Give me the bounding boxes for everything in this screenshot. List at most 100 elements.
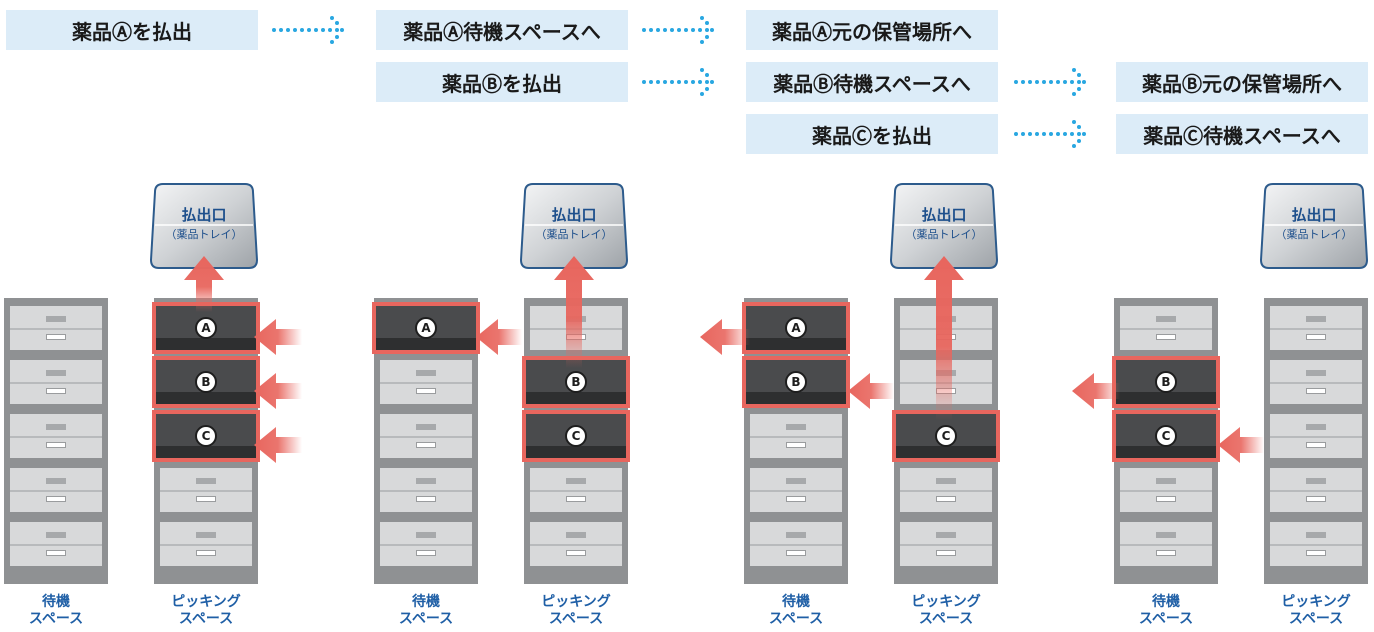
highlighted-drawer: C — [892, 410, 1000, 462]
step-b-return: 薬品Ⓑ元の保管場所へ — [1116, 62, 1368, 102]
move-arrow — [254, 427, 302, 463]
drawer — [530, 522, 622, 566]
standby-space-label: 待機スペース — [746, 594, 846, 628]
picking-space-label: ピッキングスペース — [156, 594, 256, 628]
drug-b-badge: B — [195, 371, 217, 393]
move-arrow — [848, 373, 894, 409]
drawer — [1120, 468, 1212, 512]
drug-c-badge: C — [195, 425, 217, 447]
step-c-dispense: 薬品Ⓒを払出 — [746, 114, 998, 154]
highlighted-drawer: B — [152, 356, 260, 408]
move-arrow — [254, 319, 302, 355]
highlighted-drawer: C — [522, 410, 630, 462]
flow-arrow-4 — [1010, 62, 1094, 102]
picking-space-label: ピッキングスペース — [896, 594, 996, 628]
dispense-outlet: 払出口 （薬品トレイ） — [149, 180, 259, 272]
standby-space-label-line: スペース — [28, 611, 84, 627]
picking-rack — [1264, 298, 1368, 584]
drawer — [160, 468, 252, 512]
drawer — [10, 306, 102, 350]
standby-space-label: 待機スペース — [1116, 594, 1216, 628]
drug-c-badge: C — [565, 425, 587, 447]
outlet-title: 払出口 — [551, 206, 597, 224]
move-arrow — [924, 256, 964, 420]
drawer — [380, 414, 472, 458]
standby-space-label-line: 待機 — [42, 594, 70, 610]
step-b-dispense: 薬品Ⓑを払出 — [376, 62, 628, 102]
drug-a-badge: A — [415, 317, 437, 339]
outlet-title: 払出口 — [1291, 206, 1337, 224]
move-arrow — [254, 373, 302, 409]
outlet-subtitle: （薬品トレイ） — [535, 228, 613, 241]
step-a-standby: 薬品Ⓐ待機スペースへ — [376, 10, 628, 50]
dispense-outlet: 払出口 （薬品トレイ） — [889, 180, 999, 272]
outlet-subtitle: （薬品トレイ） — [905, 228, 983, 241]
standby-space-label-line: 待機 — [782, 594, 810, 610]
drug-b-badge: B — [1155, 371, 1177, 393]
step-c-standby: 薬品Ⓒ待機スペースへ — [1116, 114, 1368, 154]
drawer — [1270, 468, 1362, 512]
drawer — [900, 522, 992, 566]
drawer — [10, 414, 102, 458]
highlighted-drawer: A — [372, 302, 480, 354]
standby-space-label: 待機スペース — [376, 594, 476, 628]
drug-c-badge: C — [1155, 425, 1177, 447]
picking-space-label-line: ピッキング — [171, 594, 241, 610]
drawer — [1270, 414, 1362, 458]
drawer — [10, 522, 102, 566]
flow-arrow-3 — [638, 62, 722, 102]
step-b-standby: 薬品Ⓑ待機スペースへ — [746, 62, 998, 102]
drawer — [900, 468, 992, 512]
step-a-return: 薬品Ⓐ元の保管場所へ — [746, 10, 998, 50]
outlet-title: 払出口 — [921, 206, 967, 224]
highlighted-drawer: A — [742, 302, 850, 354]
dispense-outlet: 払出口 （薬品トレイ） — [1259, 180, 1369, 272]
flow-arrow-5 — [1010, 114, 1094, 154]
standby-space-label-line: スペース — [768, 611, 824, 627]
picking-space-label-line: スペース — [918, 611, 974, 627]
move-arrow — [1218, 427, 1264, 463]
drawer — [380, 522, 472, 566]
drawer — [750, 414, 842, 458]
drawer — [1270, 306, 1362, 350]
drug-a-badge: A — [195, 317, 217, 339]
picking-space-label-line: ピッキング — [911, 594, 981, 610]
drawer — [1120, 306, 1212, 350]
move-arrow — [184, 256, 224, 312]
picking-space-label: ピッキングスペース — [526, 594, 626, 628]
standby-rack: A — [372, 298, 480, 584]
drawer — [1270, 522, 1362, 566]
move-arrow — [1072, 373, 1120, 409]
outlet-subtitle: （薬品トレイ） — [1275, 228, 1353, 241]
picking-space-label-line: スペース — [548, 611, 604, 627]
drug-b-badge: B — [785, 371, 807, 393]
move-arrow — [700, 319, 750, 355]
step-a-dispense: 薬品Ⓐを払出 — [6, 10, 258, 50]
drawer — [1270, 360, 1362, 404]
standby-space-label-line: スペース — [398, 611, 454, 627]
picking-rack: A B C — [152, 298, 260, 584]
outlet-subtitle: （薬品トレイ） — [165, 228, 243, 241]
highlighted-drawer: B — [1112, 356, 1220, 408]
drawer — [10, 468, 102, 512]
standby-space-label-line: 待機 — [412, 594, 440, 610]
drug-a-badge: A — [785, 317, 807, 339]
picking-space-label-line: ピッキング — [1281, 594, 1351, 610]
drawer — [380, 468, 472, 512]
drawer — [1120, 522, 1212, 566]
move-arrow — [554, 256, 594, 368]
outlet-title: 払出口 — [181, 206, 227, 224]
drawer — [750, 522, 842, 566]
drawer — [160, 522, 252, 566]
picking-space-label-line: スペース — [178, 611, 234, 627]
drug-c-badge: C — [935, 425, 957, 447]
standby-space-label: 待機スペース — [6, 594, 106, 628]
drawer — [530, 468, 622, 512]
standby-rack — [4, 298, 108, 584]
drawer — [380, 360, 472, 404]
picking-space-label-line: スペース — [1288, 611, 1344, 627]
highlighted-drawer: C — [1112, 410, 1220, 462]
standby-space-label-line: 待機 — [1152, 594, 1180, 610]
